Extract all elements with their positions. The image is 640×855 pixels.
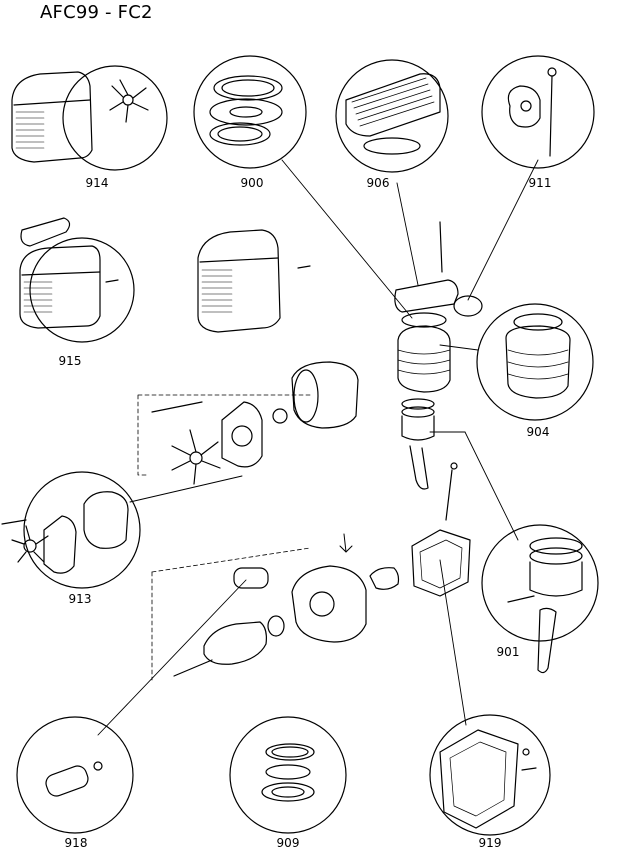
detail-circle-913 bbox=[23, 471, 141, 589]
valve-plate-919 bbox=[439, 729, 537, 829]
fan-blade bbox=[171, 429, 221, 485]
callout-915: 915 bbox=[58, 354, 82, 368]
callout-904: 904 bbox=[526, 425, 550, 439]
cover-shroud-914 bbox=[11, 71, 149, 163]
diagram-title: AFC99 - FC2 bbox=[40, 2, 153, 23]
piston-conrod-901 bbox=[507, 537, 583, 674]
valve-plate bbox=[411, 462, 471, 597]
detail-circle-919 bbox=[429, 714, 551, 836]
detail-circle-904 bbox=[476, 303, 594, 421]
crankcase-motor bbox=[151, 533, 400, 681]
detail-circle-915 bbox=[29, 237, 135, 343]
detail-circle-909 bbox=[229, 716, 347, 834]
cylinder-904 bbox=[505, 313, 571, 399]
callout-909: 909 bbox=[276, 836, 300, 850]
callout-901: 901 bbox=[496, 645, 520, 659]
callout-918: 918 bbox=[64, 836, 88, 850]
detail-circle-918 bbox=[16, 716, 134, 834]
cylinder-head-906 bbox=[345, 73, 441, 155]
detail-circle-900 bbox=[193, 55, 307, 169]
detail-circle-911 bbox=[481, 55, 595, 169]
callout-911: 911 bbox=[528, 176, 552, 190]
gaskets-900 bbox=[209, 75, 283, 146]
fan-914 bbox=[109, 79, 149, 123]
callout-906: 906 bbox=[366, 176, 390, 190]
callout-919: 919 bbox=[478, 836, 502, 850]
compressor-stack bbox=[394, 221, 483, 490]
detail-circle-906 bbox=[335, 59, 449, 173]
fan-flange-913 bbox=[1, 491, 129, 574]
callout-914: 914 bbox=[85, 176, 109, 190]
callout-900: 900 bbox=[240, 176, 264, 190]
gaskets-909 bbox=[261, 743, 315, 802]
detail-circles bbox=[16, 55, 599, 836]
detail-circle-914 bbox=[62, 65, 168, 171]
cover-shroud-915 bbox=[19, 217, 119, 329]
fan-motor-assembly bbox=[137, 361, 359, 485]
cover-shroud-main bbox=[197, 229, 311, 333]
leader-lines bbox=[97, 159, 539, 736]
detail-circle-901 bbox=[481, 524, 599, 642]
bushing-918 bbox=[45, 761, 103, 797]
cap-and-dipstick-911 bbox=[507, 67, 557, 157]
callout-913: 913 bbox=[68, 592, 92, 606]
